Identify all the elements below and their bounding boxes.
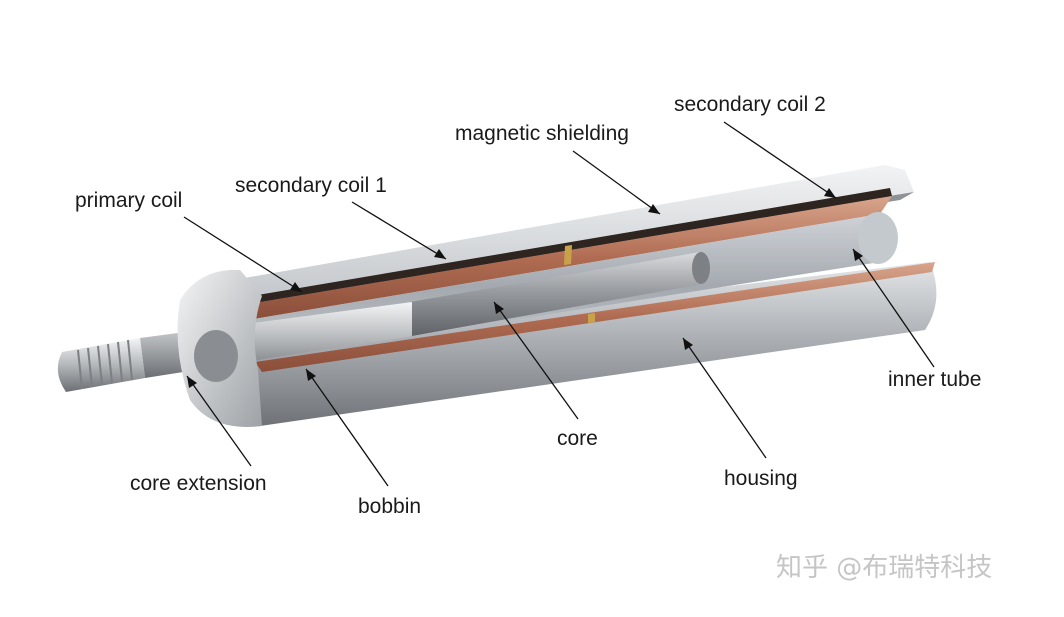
core-cylinder [410, 252, 709, 336]
arrow-housing [683, 338, 693, 350]
leader-primary-coil [183, 216, 303, 293]
threaded-tip [57, 338, 145, 392]
housing-lower-body [190, 262, 937, 427]
label-core: core [557, 427, 598, 450]
label-bobbin: bobbin [358, 495, 422, 518]
leader-core-extension [186, 375, 252, 467]
label-core-extension: core extension [130, 472, 267, 495]
arrow-inner-tube [853, 249, 863, 261]
arrow-core [494, 302, 504, 314]
arrow-bobbin [306, 369, 316, 381]
label-magnetic-shielding: magnetic shielding [455, 122, 629, 145]
arrow-primary-coil [290, 282, 302, 292]
label-inner-tube: inner tube [888, 368, 982, 391]
housing-end-bore [194, 330, 238, 382]
leader-magnetic-shielding [572, 150, 661, 215]
housing-upper-shell [205, 165, 914, 300]
arrow-core-extension [187, 376, 197, 388]
upper-coil-divider [564, 245, 572, 265]
lower-coil-divider [588, 313, 595, 323]
leader-arrowheads [187, 188, 863, 388]
label-secondary-coil-2: secondary coil 2 [674, 93, 826, 116]
leader-housing [682, 337, 767, 459]
label-primary-coil: primary coil [75, 189, 183, 212]
arrow-magnetic-shielding [648, 204, 660, 214]
leader-bobbin [305, 368, 389, 487]
leader-core [493, 301, 579, 420]
leader-secondary-coil-1 [351, 201, 447, 260]
thread-lines [77, 339, 133, 390]
arrow-secondary-coil-2 [824, 188, 836, 198]
arrow-secondary-coil-1 [434, 249, 446, 259]
core-end-cap [692, 252, 710, 284]
inner-tube-end [858, 212, 898, 264]
leader-secondary-coil-2 [723, 121, 837, 199]
leader-inner-tube [852, 248, 935, 368]
label-housing: housing [724, 467, 798, 490]
leader-lines [183, 121, 935, 487]
watermark: 知乎 @布瑞特科技 [776, 553, 993, 583]
label-secondary-coil-1: secondary coil 1 [235, 174, 387, 197]
